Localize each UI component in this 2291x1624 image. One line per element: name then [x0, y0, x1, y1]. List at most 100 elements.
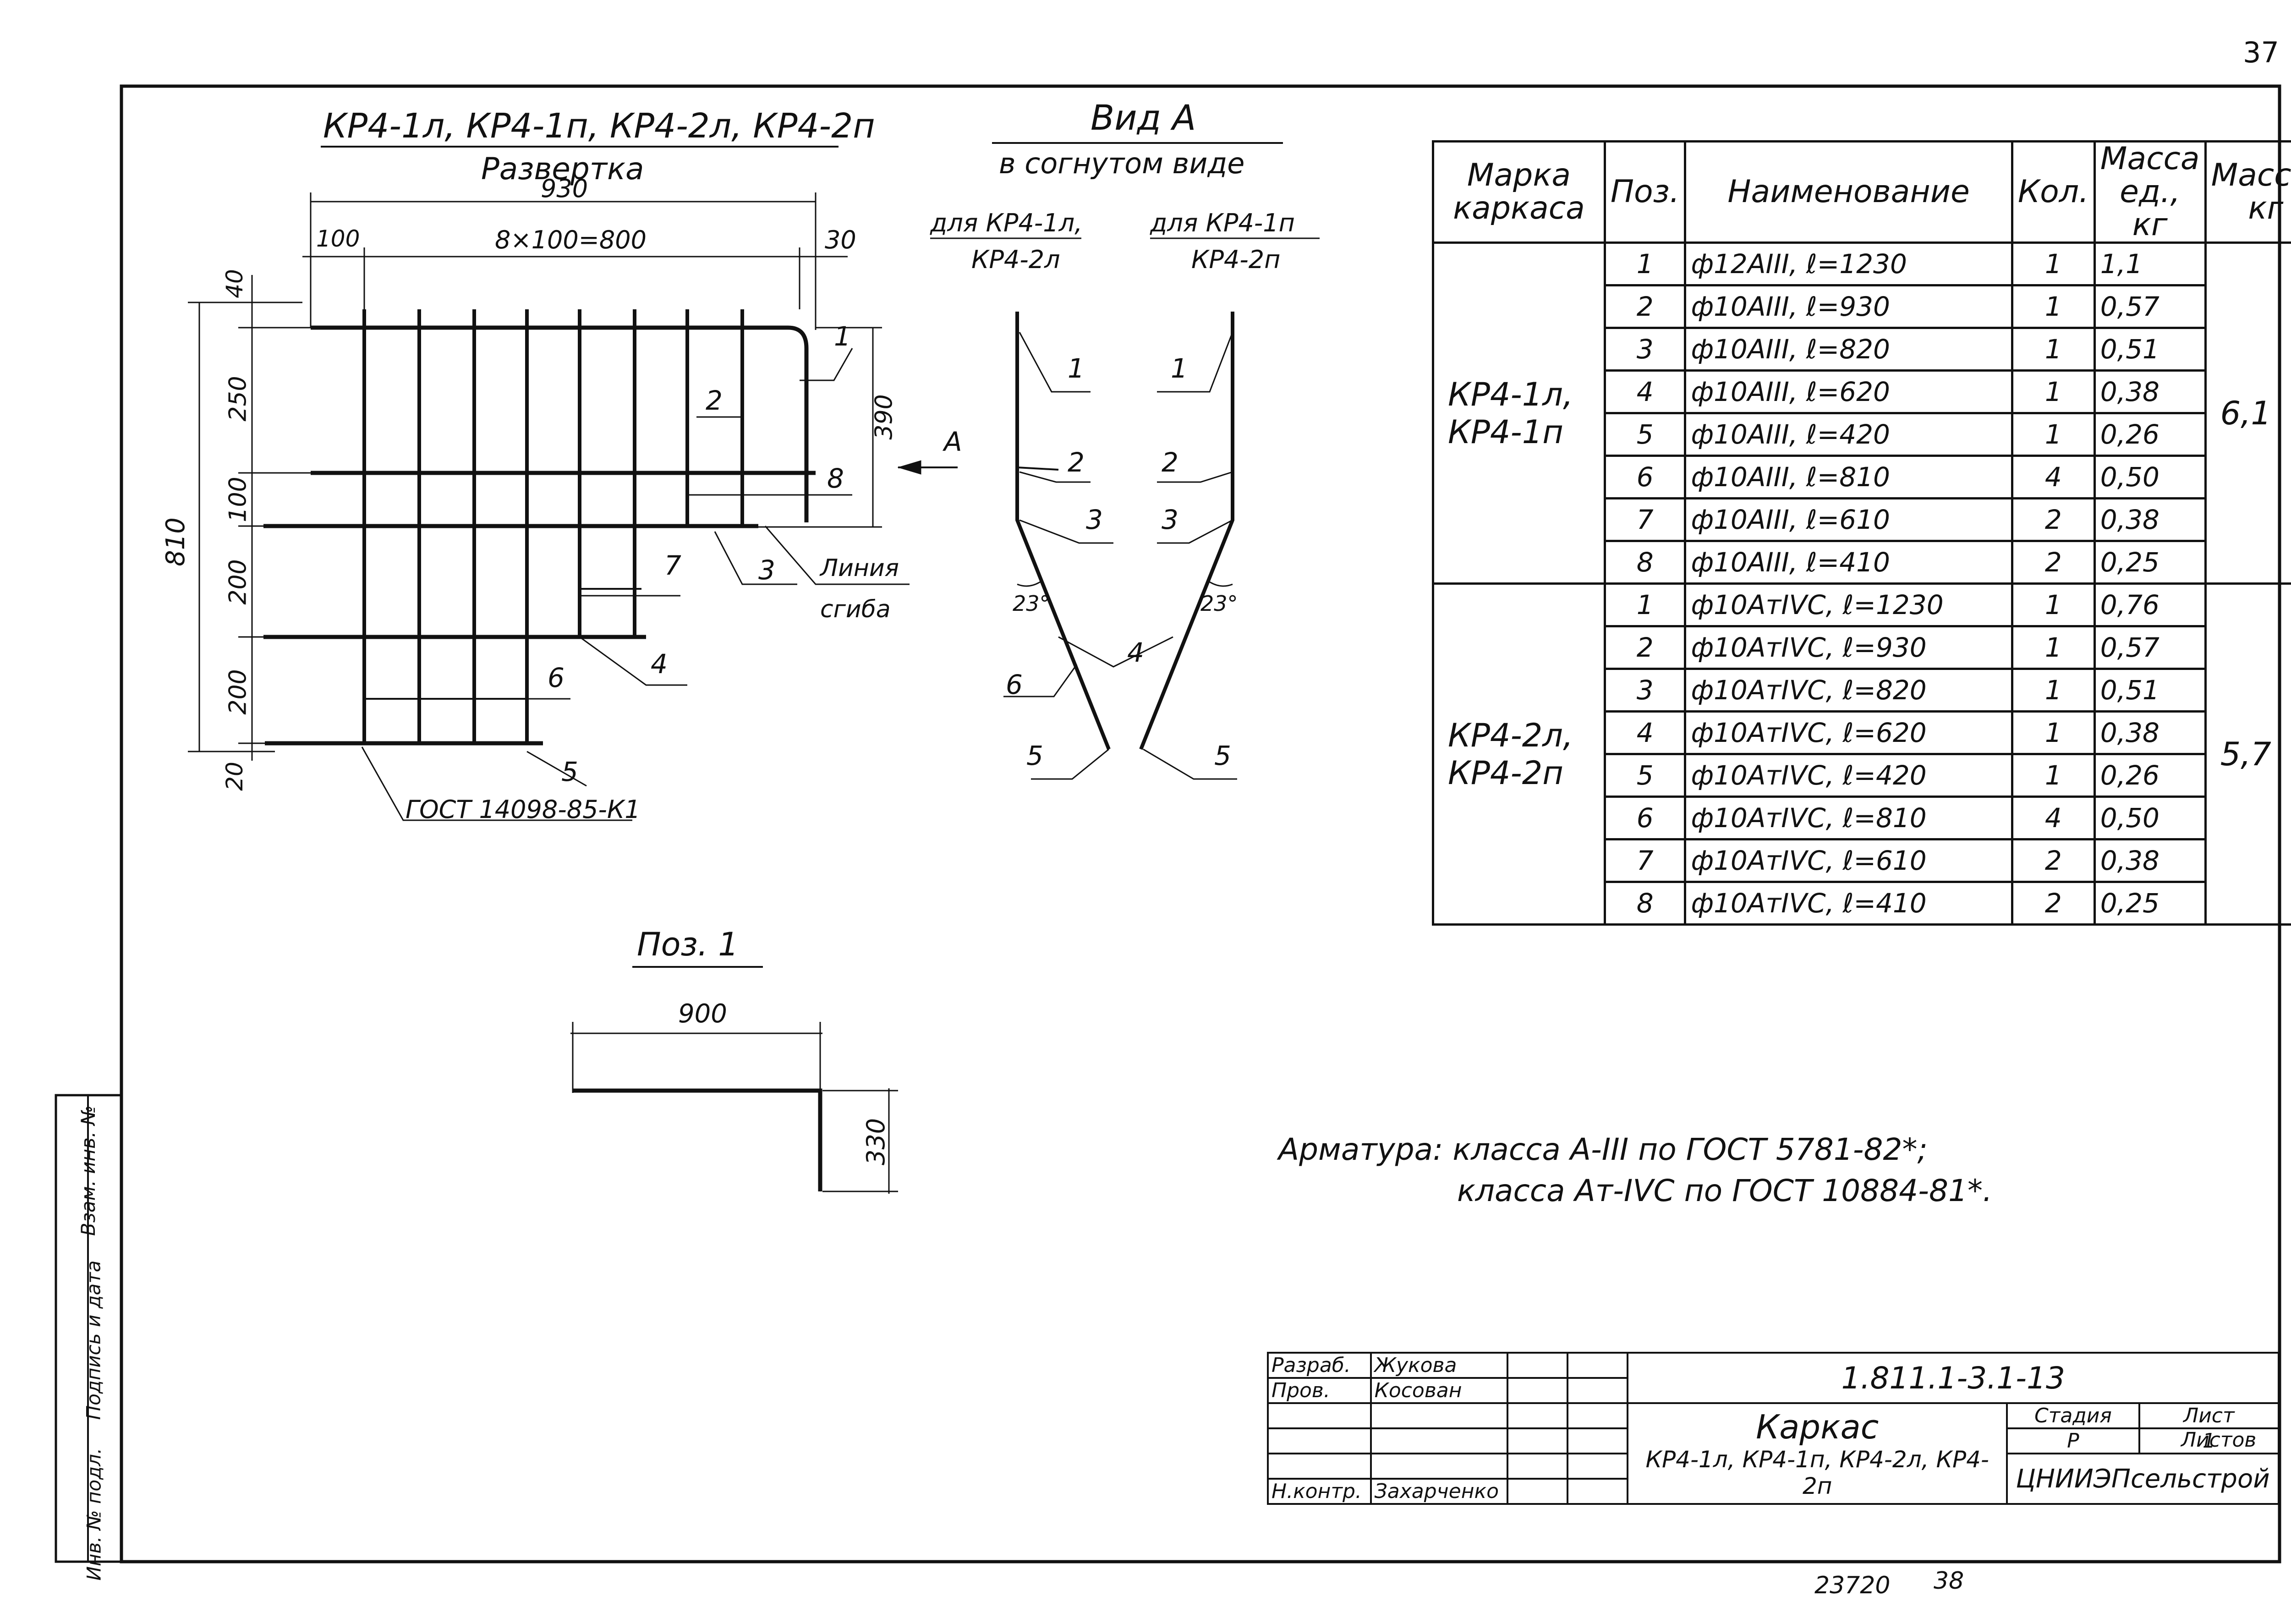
- view-a-callout-5l: 5: [1026, 740, 1043, 771]
- product-name-1: Каркас: [1756, 1408, 1879, 1446]
- spec-unit-mass: 0,38: [2093, 369, 2207, 414]
- spec-qty: 1: [2011, 241, 2096, 286]
- sheets-value: 1: [2138, 1427, 2280, 1454]
- spec-qty: 2: [2011, 881, 2096, 926]
- view-a-callout-1r: 1: [1171, 353, 1188, 384]
- spec-name: ф10АтIVС, ℓ=930: [1684, 625, 2013, 670]
- role-cell: Разраб.: [1267, 1352, 1372, 1379]
- spec-qty: 4: [2011, 455, 2096, 499]
- spec-qty: 1: [2011, 710, 2096, 755]
- dim-30: 30: [825, 225, 856, 254]
- spec-qty: 2: [2011, 540, 2096, 585]
- dim-100: 100: [316, 225, 360, 252]
- spec-name: ф10АтIVС, ℓ=410: [1684, 881, 2013, 926]
- sign-cell: [1507, 1402, 1569, 1429]
- spec-name: ф10АIII, ℓ=930: [1684, 284, 2013, 329]
- date-cell: [1567, 1352, 1629, 1379]
- col-pos: Поз.: [1603, 140, 1687, 244]
- spec-pos: 3: [1603, 327, 1687, 372]
- notes-line-2: класса Ат-IVС по ГОСТ 10884-81*.: [1457, 1173, 1992, 1208]
- person-cell: [1370, 1453, 1509, 1480]
- spec-pos: 8: [1603, 881, 1687, 926]
- role-cell: [1267, 1427, 1372, 1454]
- spec-pos: 7: [1603, 838, 1687, 883]
- spec-pos: 1: [1603, 241, 1687, 286]
- spec-name: ф10АIII, ℓ=810: [1684, 455, 2013, 499]
- spec-pos: 3: [1603, 668, 1687, 713]
- callout-8: 8: [827, 463, 844, 494]
- col-mass: Масса, кг: [2204, 140, 2291, 244]
- view-a-title: Вид А: [1091, 97, 1196, 138]
- spec-qty: 1: [2011, 369, 2096, 414]
- dim-200a: 200: [224, 559, 252, 605]
- dim-800: 8×100=800: [495, 225, 647, 254]
- poz1-dim-330: 330: [861, 1118, 891, 1166]
- footer-number: 23720: [1814, 1572, 1891, 1599]
- spec-qty: 1: [2011, 412, 2096, 457]
- spec-unit-mass: 0,26: [2093, 753, 2207, 798]
- spec-name: ф12АIII, ℓ=1230: [1684, 241, 2013, 286]
- spec-pos: 5: [1603, 412, 1687, 457]
- role-cell: Пров.: [1267, 1377, 1372, 1404]
- page-number: 37: [2243, 36, 2279, 69]
- unfolded-frame-drawing: [188, 146, 958, 821]
- callout-4: 4: [651, 648, 668, 680]
- view-a-subtitle: в согнутом виде: [999, 147, 1245, 180]
- role-cell: [1267, 1453, 1372, 1480]
- sign-cell: [1507, 1478, 1569, 1505]
- callout-2: 2: [706, 385, 723, 416]
- spec-qty: 2: [2011, 838, 2096, 883]
- spec-total-mass: 6,1: [2204, 241, 2291, 585]
- sheet-label: Лист: [2138, 1402, 2280, 1429]
- footer-sheet: 38: [1934, 1567, 1964, 1595]
- stage-value: Р: [2006, 1427, 2140, 1454]
- unfold-subtitle: Развертка: [481, 151, 644, 187]
- product-name-2: КР4-1л, КР4-1п, КР4-2л, КР4-2п: [1645, 1446, 1989, 1499]
- callout-1: 1: [834, 321, 851, 352]
- dim-390: 390: [870, 394, 898, 440]
- spec-unit-mass: 0,51: [2093, 668, 2207, 713]
- spec-name: ф10АтIVС, ℓ=420: [1684, 753, 2013, 798]
- stage-label: Стадия: [2006, 1402, 2140, 1429]
- gost-reference: ГОСТ 14098-85-К1: [406, 795, 641, 824]
- view-a-callout-3r: 3: [1162, 504, 1178, 535]
- dim-200b: 200: [224, 669, 252, 715]
- person-cell: Косован: [1370, 1377, 1509, 1404]
- view-a-drawing: [930, 142, 1320, 780]
- person-cell: Захарченко: [1370, 1478, 1509, 1505]
- person-cell: Жукова: [1370, 1352, 1509, 1379]
- dim-250: 250: [224, 376, 252, 422]
- specification-table: Марка каркаса Поз. Наименование Кол. Мас…: [1432, 140, 2291, 926]
- poz1-drawing: [570, 966, 898, 1194]
- view-a-right-caption-2: КР4-2п: [1191, 245, 1281, 274]
- spec-name: ф10АтIVС, ℓ=810: [1684, 796, 2013, 840]
- spec-qty: 1: [2011, 327, 2096, 372]
- view-a-callout-4: 4: [1127, 637, 1144, 668]
- role-cell: Н.контр.: [1267, 1478, 1372, 1505]
- spec-name: ф10АтIVС, ℓ=610: [1684, 838, 2013, 883]
- sheets-label: Листов: [2181, 1428, 2257, 1452]
- spec-pos: 1: [1603, 582, 1687, 627]
- spec-qty: 1: [2011, 582, 2096, 627]
- spec-name: ф10АIII, ℓ=820: [1684, 327, 2013, 372]
- date-cell: [1567, 1402, 1629, 1429]
- view-a-callout-2l: 2: [1068, 447, 1085, 478]
- spec-qty: 1: [2011, 284, 2096, 329]
- date-cell: [1567, 1453, 1629, 1480]
- spec-pos: 6: [1603, 796, 1687, 840]
- spec-qty: 1: [2011, 753, 2096, 798]
- spec-qty: 1: [2011, 668, 2096, 713]
- spec-name: ф10АIII, ℓ=410: [1684, 540, 2013, 585]
- stamp-replace-label: Взам. инв. №: [77, 1105, 100, 1236]
- callout-6: 6: [548, 662, 565, 693]
- spec-unit-mass: 1,1: [2093, 241, 2207, 286]
